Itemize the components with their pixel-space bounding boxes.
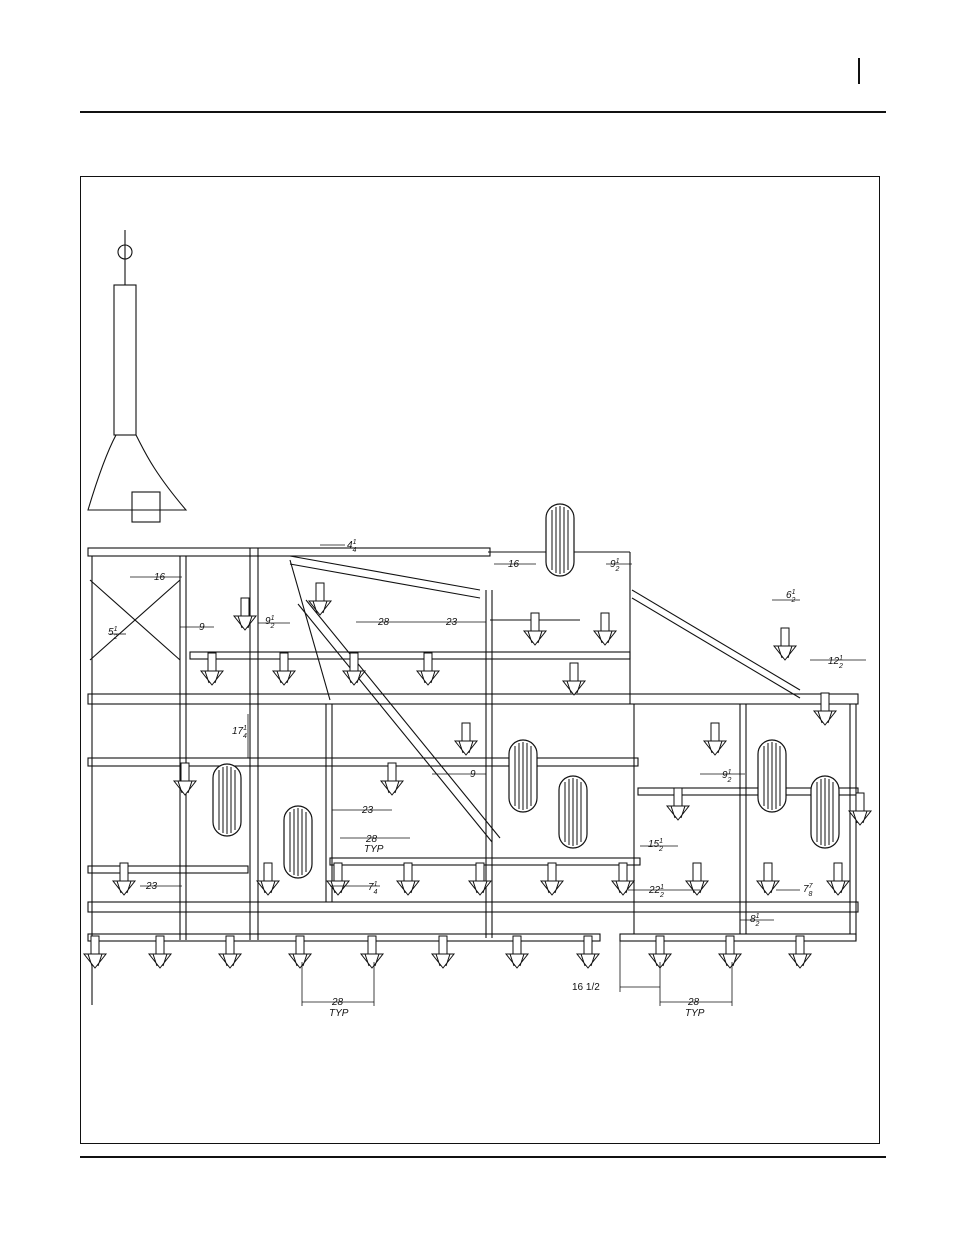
svg-text:28: 28 (331, 997, 344, 1008)
svg-text:23: 23 (361, 805, 374, 816)
svg-text:16: 16 (508, 559, 520, 570)
svg-text:TYP: TYP (329, 1008, 349, 1019)
svg-text:812: 812 (750, 913, 760, 928)
frame-tubes (88, 230, 858, 1005)
svg-text:714: 714 (368, 881, 378, 896)
svg-text:414: 414 (347, 539, 357, 554)
svg-text:9: 9 (470, 769, 476, 780)
svg-text:912: 912 (265, 615, 275, 630)
svg-text:28: 28 (687, 997, 700, 1008)
svg-text:912: 912 (610, 558, 620, 573)
svg-text:778: 778 (803, 883, 814, 898)
svg-text:TYP: TYP (685, 1008, 705, 1019)
cultivator-shanks (84, 583, 871, 968)
svg-text:9: 9 (199, 622, 205, 633)
transport-wheels (213, 504, 839, 878)
svg-text:28: 28 (377, 617, 390, 628)
svg-text:912: 912 (722, 769, 732, 784)
svg-text:612: 612 (786, 589, 796, 604)
svg-text:23: 23 (145, 881, 158, 892)
svg-text:16: 16 (154, 572, 166, 583)
svg-text:TYP: TYP (364, 844, 384, 855)
svg-text:512: 512 (108, 626, 118, 641)
svg-text:16 1/2: 16 1/2 (572, 982, 600, 993)
svg-text:23: 23 (445, 617, 458, 628)
